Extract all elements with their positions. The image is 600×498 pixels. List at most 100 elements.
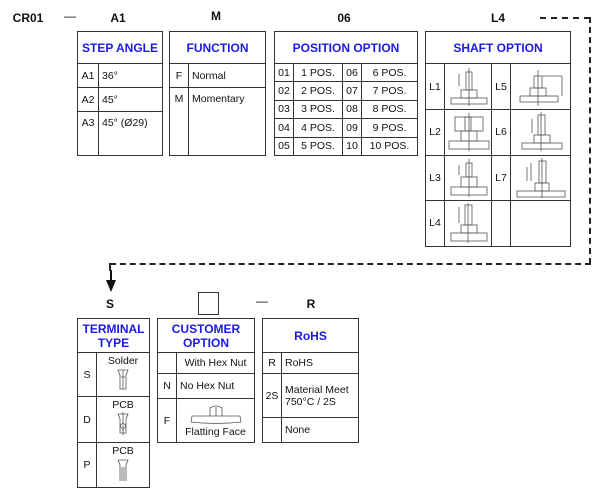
position-value: 5 POS.	[293, 136, 343, 157]
terminal-title-line1: TERMINAL	[82, 321, 145, 336]
position-code: 09	[341, 118, 362, 138]
customer-title-line2: OPTION	[182, 335, 229, 350]
position-code: 04	[274, 118, 294, 138]
position-value: 7 POS.	[360, 81, 419, 101]
rohs-code: R	[262, 352, 282, 374]
separator-dash: —	[64, 9, 76, 23]
rohs-value-line2: 750°C / 2S	[285, 395, 336, 408]
customer-value: With Hex Nut	[176, 352, 255, 374]
position-code: 03	[274, 99, 294, 120]
position-code: 06	[341, 62, 362, 83]
code-function: M	[211, 9, 221, 23]
code-rohs: R	[306, 297, 316, 311]
shaft-drawing-l3	[444, 154, 492, 201]
terminal-code: D	[77, 396, 97, 443]
shaft-code: L2	[425, 109, 445, 156]
rohs-code	[262, 417, 282, 443]
position-code: 07	[341, 81, 362, 101]
customer-cell: Flatting Face	[176, 398, 255, 443]
shaft-drawing-l1	[444, 63, 492, 111]
shaft-l3-icon	[450, 158, 488, 197]
step-angle-code: A2	[77, 87, 99, 112]
pcb-pin-terminal-icon	[117, 459, 129, 481]
terminal-value: PCB	[112, 445, 134, 457]
connector-dash-right	[589, 17, 591, 264]
shaft-code: L6	[491, 109, 511, 156]
position-option-title: POSITION OPTION	[274, 31, 418, 64]
shaft-drawing-l6	[510, 109, 571, 156]
shaft-code: L7	[491, 154, 511, 201]
code-position: 06	[337, 11, 351, 25]
solder-terminal-icon	[117, 369, 129, 390]
terminal-cell: PCB	[96, 442, 150, 488]
position-code: 01	[274, 62, 294, 83]
step-angle-code: A1	[77, 63, 99, 88]
position-value: 10 POS.	[360, 136, 419, 157]
rohs-value-line1: Material Meet	[285, 383, 349, 396]
function-code: F	[169, 63, 189, 88]
shaft-l2-icon	[448, 113, 490, 152]
shaft-empty-cell	[510, 199, 571, 248]
position-value: 9 POS.	[360, 118, 419, 138]
customer-title-line1: CUSTOMER	[171, 321, 241, 336]
rohs-code: 2S	[262, 373, 282, 418]
shaft-l1-icon	[450, 67, 488, 106]
pcb-terminal-icon	[117, 412, 129, 435]
customer-code: F	[157, 398, 177, 443]
rohs-title: RoHS	[262, 318, 359, 353]
separator-dash-2: —	[256, 294, 268, 308]
position-code: 05	[274, 136, 294, 157]
function-value: Momentary	[188, 87, 266, 156]
shaft-l7-icon	[516, 157, 565, 198]
position-value: 8 POS.	[360, 99, 419, 120]
terminal-cell: Solder	[96, 352, 150, 397]
shaft-drawing-l2	[444, 109, 492, 156]
shaft-code: L5	[491, 63, 511, 111]
step-angle-title: STEP ANGLE	[77, 31, 163, 64]
arrow-down-icon	[106, 270, 116, 292]
terminal-value: PCB	[112, 399, 134, 411]
flatting-face-icon	[190, 405, 241, 424]
step-angle-value: 45°	[98, 87, 163, 112]
terminal-cell: PCB	[96, 396, 150, 443]
position-value: 6 POS.	[360, 62, 419, 83]
rohs-value: None	[281, 417, 359, 443]
position-code: 08	[341, 99, 362, 120]
shaft-code: L4	[425, 199, 445, 248]
shaft-drawing-l5	[510, 63, 571, 111]
terminal-code: P	[77, 442, 97, 488]
connector-corner	[109, 263, 111, 271]
shaft-option-table: SHAFT OPTION L1 L5 L2 L6 L3 L7 L4	[425, 30, 571, 248]
shaft-code: L3	[425, 154, 445, 201]
step-angle-value: 36°	[98, 63, 163, 88]
position-value: 1 POS.	[293, 62, 343, 83]
customer-value: No Hex Nut	[176, 373, 255, 399]
shaft-l4-icon	[450, 203, 488, 244]
position-code: 02	[274, 81, 294, 101]
code-step-angle: A1	[110, 11, 126, 25]
position-value: 2 POS.	[293, 81, 343, 101]
customer-value: Flatting Face	[185, 425, 246, 438]
connector-dash-top	[540, 17, 590, 19]
position-code: 10	[341, 136, 362, 157]
part-prefix: CR01	[12, 11, 44, 25]
shaft-option-title: SHAFT OPTION	[425, 30, 571, 65]
rohs-value: RoHS	[281, 352, 359, 374]
terminal-value: Solder	[107, 355, 139, 367]
terminal-code: S	[77, 352, 97, 397]
shaft-l6-icon	[521, 112, 562, 152]
step-angle-code: A3	[77, 111, 99, 156]
shaft-code	[491, 199, 511, 248]
position-value: 3 POS.	[293, 99, 343, 120]
code-shaft: L4	[490, 11, 506, 25]
customer-code-box	[198, 292, 219, 315]
